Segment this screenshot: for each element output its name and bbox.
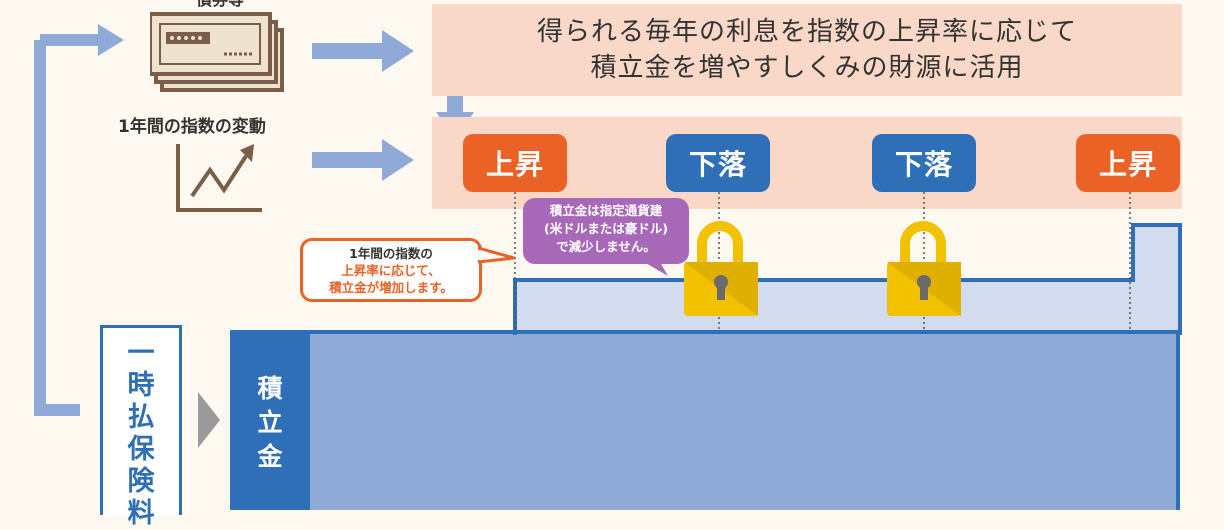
increase-callout: 1年間の指数の 上昇率に応じて、 積立金が増加します。 [300,238,482,302]
lock-icon [887,221,961,316]
banner-line-2: 積立金を増やすしくみの財源に活用 [590,53,1024,83]
index-label: 1年間の指数の変動 [118,117,266,137]
loop-line [34,40,80,416]
loop-arrowhead [98,24,124,56]
rising-chart-icon [176,144,262,212]
callout-pointer-purple [644,262,668,276]
banner-line-1: 得られる毎年の利息を指数の上昇率に応じて [536,17,1077,47]
callout-pointer [478,246,515,264]
no-decrease-callout: 積立金は指定通貨建 (米ドルまたは豪ドル) で減少しません。 [523,198,689,264]
flow-triangle [198,392,220,448]
single-premium-box [100,325,182,515]
badge-rise-1: 上昇 [463,134,567,192]
arrow-index-to-band [382,139,414,181]
banner-text: 得られる毎年の利息を指数の上昇率に応じて 積立金を増やすしくみの財源に活用 [432,14,1182,86]
reserve-label: 積 立 金 [257,374,283,471]
bond-label: 債券等 [150,0,290,10]
arrow-bond-to-banner [382,30,414,72]
interest-banner [432,4,1182,96]
reserve-base [230,330,1180,510]
reserve-label-column [230,330,310,510]
reserve-increase-area [515,280,1178,335]
badge-fall-2: 下落 [872,134,976,192]
lock-icon [684,221,758,316]
badge-fall-1: 下落 [666,134,770,192]
single-premium-label: 一 時 払 保 険 料 [127,338,155,529]
bond-certificate-icon [150,12,284,92]
badge-rise-2: 上昇 [1076,134,1180,192]
reserve-increase-area-2 [1133,225,1178,285]
